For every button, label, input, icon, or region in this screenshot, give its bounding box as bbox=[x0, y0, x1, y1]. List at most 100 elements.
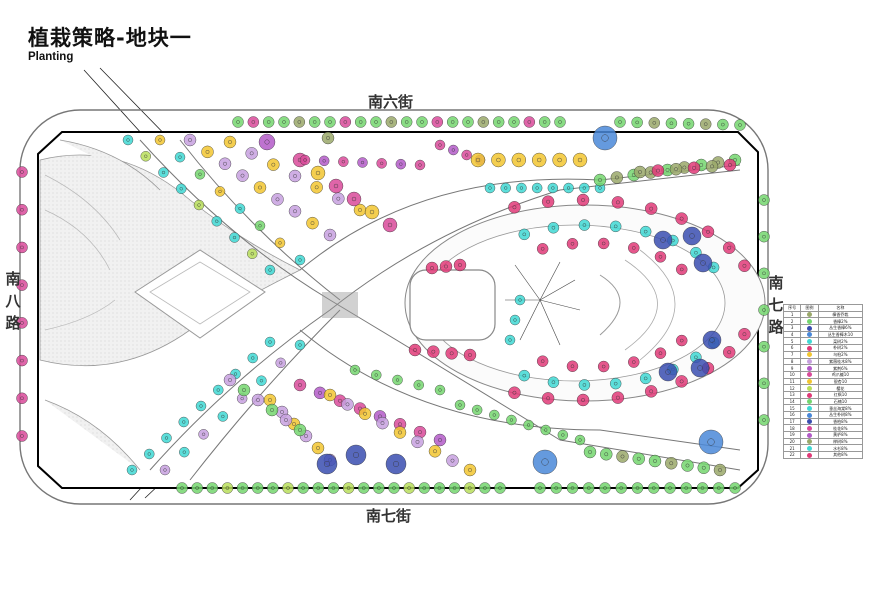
tree-trunk-icon bbox=[268, 398, 272, 402]
tree-trunk-icon bbox=[249, 151, 254, 156]
tree-trunk-icon bbox=[570, 486, 575, 490]
tree-trunk-icon bbox=[656, 168, 660, 173]
tree-icon bbox=[439, 260, 453, 273]
tree-trunk-icon bbox=[762, 308, 766, 312]
tree-icon bbox=[234, 203, 246, 214]
tree-icon bbox=[758, 230, 770, 243]
tree-icon bbox=[176, 482, 188, 494]
tree-trunk-icon bbox=[303, 158, 307, 162]
tree-icon bbox=[583, 482, 595, 494]
tree-icon bbox=[288, 205, 302, 218]
tree-trunk-icon bbox=[292, 422, 296, 426]
legend-row-symbol bbox=[800, 350, 819, 359]
legend-swatch-icon bbox=[807, 352, 813, 358]
tree-trunk-icon bbox=[389, 120, 394, 124]
tree-trunk-icon bbox=[598, 178, 602, 182]
tree-icon bbox=[687, 161, 701, 175]
tree-trunk-icon bbox=[706, 229, 710, 234]
tree-trunk-icon bbox=[268, 340, 272, 344]
tree-icon bbox=[253, 181, 267, 194]
tree-icon bbox=[518, 369, 530, 382]
tree-icon bbox=[385, 116, 398, 128]
tree-trunk-icon bbox=[271, 486, 275, 490]
tree-trunk-icon bbox=[444, 264, 448, 269]
tree-trunk-icon bbox=[658, 351, 663, 355]
tree-trunk-icon bbox=[452, 486, 457, 490]
tree-trunk-icon bbox=[475, 157, 481, 163]
legend-swatch-icon bbox=[807, 325, 813, 331]
tree-trunk-icon bbox=[393, 461, 400, 468]
tree-trunk-icon bbox=[278, 241, 282, 245]
tree-trunk-icon bbox=[20, 358, 24, 363]
tree-trunk-icon bbox=[418, 163, 422, 167]
tree-icon bbox=[258, 133, 276, 151]
tree-icon bbox=[576, 393, 590, 407]
tree-icon bbox=[698, 429, 724, 455]
legend-row-no: 21 bbox=[782, 444, 802, 453]
tree-icon bbox=[433, 482, 446, 494]
tree-icon bbox=[654, 251, 667, 263]
tree-icon bbox=[217, 411, 229, 422]
tree-trunk-icon bbox=[680, 338, 684, 343]
legend-row-name: 垂丝海棠8% bbox=[817, 404, 864, 412]
legend-swatch-icon bbox=[807, 405, 813, 411]
legend-swatch-icon bbox=[807, 452, 813, 458]
tree-trunk-icon bbox=[210, 486, 215, 490]
tree-icon bbox=[271, 193, 284, 206]
tree-trunk-icon bbox=[270, 408, 274, 412]
tree-trunk-icon bbox=[298, 428, 302, 432]
tree-trunk-icon bbox=[680, 267, 684, 272]
legend-row-no: 20 bbox=[782, 437, 802, 446]
tree-icon bbox=[221, 482, 234, 494]
tree-icon bbox=[597, 237, 610, 250]
tree-icon bbox=[453, 258, 467, 272]
tree-icon bbox=[547, 376, 560, 388]
tree-trunk-icon bbox=[233, 372, 238, 376]
tree-icon bbox=[738, 259, 751, 272]
tree-trunk-icon bbox=[223, 161, 227, 166]
tree-trunk-icon bbox=[392, 486, 396, 490]
tree-icon bbox=[609, 377, 622, 390]
tree-icon bbox=[16, 392, 28, 404]
tree-icon bbox=[541, 392, 555, 405]
tree-icon bbox=[651, 164, 665, 177]
tree-trunk-icon bbox=[674, 167, 678, 172]
tree-icon bbox=[717, 118, 729, 131]
page-title: 植栽策略-地块一 bbox=[28, 26, 192, 50]
tree-icon bbox=[213, 384, 224, 396]
tree-trunk-icon bbox=[660, 237, 666, 243]
tree-trunk-icon bbox=[275, 197, 280, 202]
tree-trunk-icon bbox=[557, 157, 562, 163]
tree-trunk-icon bbox=[361, 486, 366, 490]
tree-trunk-icon bbox=[310, 221, 315, 226]
tree-trunk-icon bbox=[304, 434, 308, 438]
tree-icon bbox=[393, 426, 407, 439]
tree-trunk-icon bbox=[298, 383, 302, 387]
tree-icon bbox=[557, 429, 569, 441]
tree-trunk-icon bbox=[516, 157, 521, 163]
legend-swatch-icon bbox=[807, 412, 813, 418]
tree-trunk-icon bbox=[338, 398, 342, 403]
tree-trunk-icon bbox=[570, 364, 575, 368]
tree-icon bbox=[491, 152, 506, 168]
tree-trunk-icon bbox=[561, 433, 565, 437]
legend-swatch-icon bbox=[807, 359, 813, 365]
tree-trunk-icon bbox=[618, 120, 622, 124]
tree-trunk-icon bbox=[298, 258, 302, 262]
street-label-right: 南 七 路 bbox=[766, 272, 786, 338]
tree-icon bbox=[536, 355, 549, 367]
tree-icon bbox=[563, 182, 574, 194]
legend-header-no: 序号 bbox=[782, 304, 802, 312]
tree-trunk-icon bbox=[710, 164, 714, 169]
tree-icon bbox=[274, 237, 286, 249]
tree-icon bbox=[408, 343, 422, 357]
tree-icon bbox=[159, 464, 171, 476]
tree-icon bbox=[723, 346, 736, 359]
tree-trunk-icon bbox=[398, 422, 402, 427]
tree-trunk-icon bbox=[703, 122, 708, 126]
